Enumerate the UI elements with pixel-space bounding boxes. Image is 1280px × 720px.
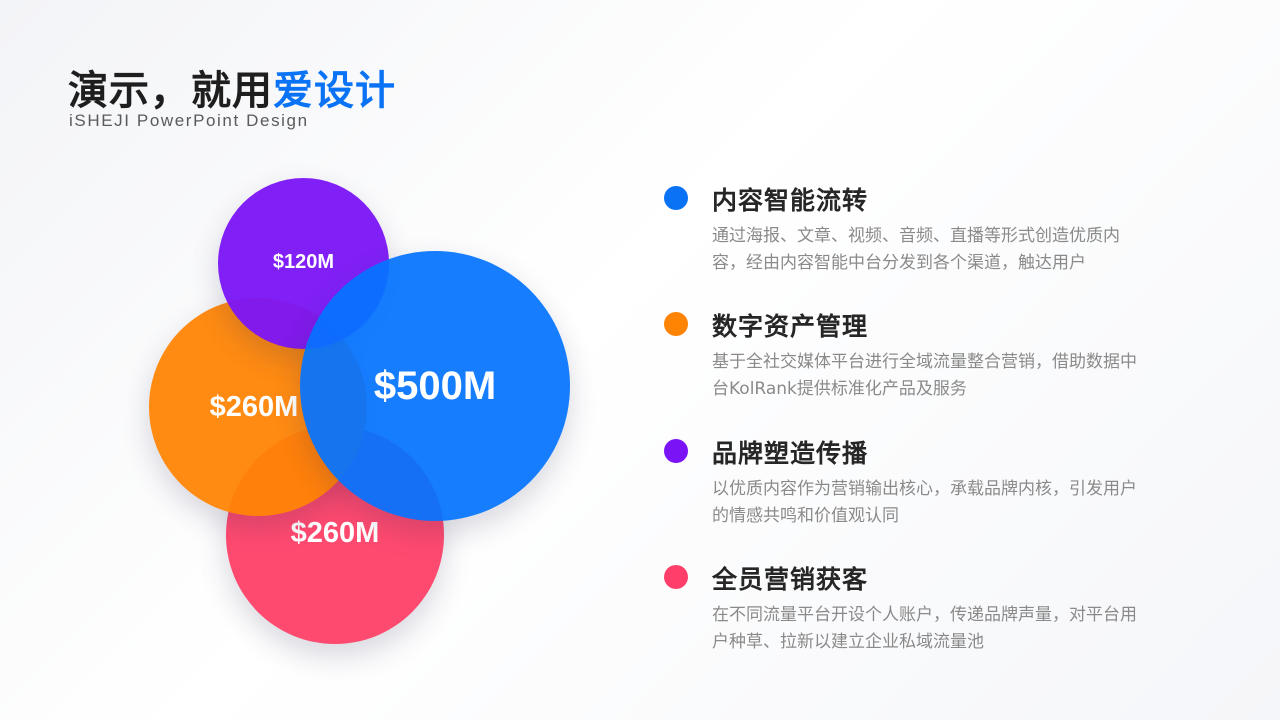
circle-blue-label: $500M bbox=[373, 363, 497, 408]
circle-red-label: $260M bbox=[290, 516, 380, 549]
page-title: 演示，就用爱设计 bbox=[68, 58, 396, 116]
title-main: 演示，就用 bbox=[68, 68, 273, 114]
circle-purple-label: $120M bbox=[272, 251, 335, 273]
red-dot-icon bbox=[664, 565, 688, 589]
item-title: 内容智能流转 bbox=[712, 186, 869, 215]
item-title: 全员营销获客 bbox=[712, 565, 869, 594]
item-title: 数字资产管理 bbox=[712, 312, 869, 341]
circle-orange-label: $260M bbox=[209, 390, 299, 423]
blue-dot-icon bbox=[664, 186, 688, 210]
item-title: 品牌塑造传播 bbox=[712, 439, 869, 468]
item-desc: 在不同流量平台开设个人账户，传递品牌声量，对平台用户种草、拉新以建立企业私域流量… bbox=[712, 605, 1137, 652]
orange-dot-icon bbox=[664, 312, 688, 336]
title-accent: 爱设计 bbox=[273, 68, 396, 114]
item-desc: 通过海报、文章、视频、音频、直播等形式创造优质内容，经由内容智能中台分发到各个渠… bbox=[712, 226, 1120, 273]
circle-blue: $500M bbox=[300, 251, 570, 521]
purple-dot-icon bbox=[664, 439, 688, 463]
page-subtitle: iSHEJI PowerPoint Design bbox=[69, 111, 309, 130]
item-desc: 以优质内容作为营销输出核心，承载品牌内核，引发用户的情感共鸣和价值观认同 bbox=[712, 479, 1137, 526]
item-desc: 基于全社交媒体平台进行全域流量整合营销，借助数据中台KolRank提供标准化产品… bbox=[712, 352, 1137, 399]
